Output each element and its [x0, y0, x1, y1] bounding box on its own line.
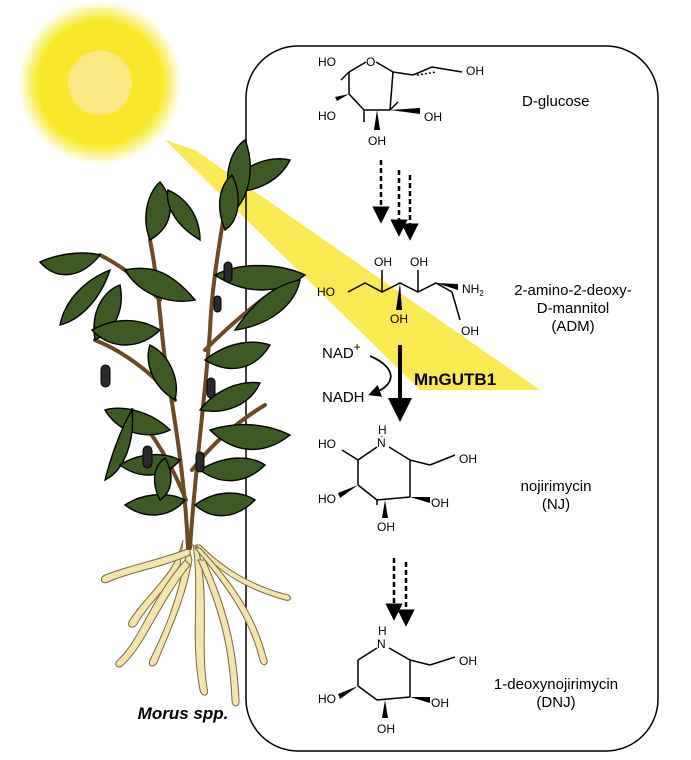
pathway-box: [245, 45, 659, 752]
leaves: [38, 138, 307, 517]
adm-wedge-oh: [396, 283, 402, 310]
nj-wedge-3: [382, 500, 388, 518]
nj-h: H: [378, 423, 387, 437]
nj-oh-ch2: OH: [459, 452, 477, 466]
nj-ho-top: HO: [318, 437, 336, 451]
glucose-wedge-3: [374, 110, 380, 130]
nj-structure: [341, 446, 456, 505]
glucose-ring-o: O: [366, 55, 375, 69]
roots: [100, 539, 291, 707]
nj-name: nojirimycin: [521, 478, 592, 495]
dnj-abbr: (DNJ): [536, 694, 575, 711]
stems: [93, 188, 292, 550]
dnj-wedge-1: [338, 686, 358, 699]
adm-name-1: 2-amino-2-deoxy-: [514, 282, 632, 299]
dnj-ho-left: HO: [318, 692, 336, 706]
sun-core: [68, 51, 132, 115]
fruits: [100, 261, 233, 473]
adm-oh-top-2: OH: [410, 255, 428, 269]
nj-wedge-2: [410, 497, 430, 503]
glucose-name: D-glucose: [522, 93, 590, 110]
enzyme-name: MnGUTB1: [414, 370, 496, 389]
glucose-oh-right: OH: [424, 110, 442, 124]
nj-abbr: (NJ): [542, 496, 570, 513]
dnj-wedge-2: [410, 697, 430, 703]
dnj-wedge-3: [382, 700, 388, 718]
adm-oh-bottom: OH: [390, 312, 408, 326]
glucose-ho-top: HO: [318, 55, 336, 69]
glucose-ch2-bond: [431, 66, 463, 73]
glucose-oh-bottom: OH: [368, 134, 386, 148]
dnj-h: H: [378, 624, 387, 638]
glucose-hash: [416, 71, 437, 76]
glucose-wedge-1: [335, 94, 349, 101]
glucose-ho-left: HO: [318, 109, 336, 123]
nj-ho-left: HO: [318, 492, 336, 506]
dnj-name: 1-deoxynojirimycin: [494, 676, 618, 693]
dnj-n: N: [377, 637, 386, 651]
adm-nh2: NH2: [462, 282, 484, 298]
nj-oh-bottom: OH: [377, 520, 395, 534]
adm-abbr: (ADM): [551, 318, 594, 335]
light-beam: [165, 140, 540, 390]
cofactor-nadh: NADH: [322, 389, 365, 406]
adm-ho-left: HO: [317, 285, 335, 299]
nj-oh-right: OH: [431, 496, 449, 510]
species-label: Morus spp.: [138, 704, 229, 723]
multi-step-arrows-1: [372, 160, 419, 241]
plant: [38, 138, 307, 707]
cofactor-arrow: [368, 355, 392, 397]
nj-wedge-1: [338, 485, 358, 498]
adm-wedge-nh2: [436, 283, 458, 290]
dnj-oh-ch2: OH: [459, 654, 477, 668]
dnj-structure: [357, 647, 456, 701]
glucose-wedge-2: [390, 108, 420, 114]
cofactor-nad: NAD+: [322, 340, 361, 362]
adm-oh-end: OH: [461, 324, 479, 338]
multi-step-arrows-2: [385, 558, 415, 627]
dnj-oh-right: OH: [431, 696, 449, 710]
adm-oh-top-1: OH: [374, 255, 392, 269]
adm-name-2: D-mannitol: [537, 300, 610, 317]
nj-n: N: [377, 436, 386, 450]
glucose-oh-ch2: OH: [466, 64, 484, 78]
dnj-oh-bottom: OH: [377, 722, 395, 736]
